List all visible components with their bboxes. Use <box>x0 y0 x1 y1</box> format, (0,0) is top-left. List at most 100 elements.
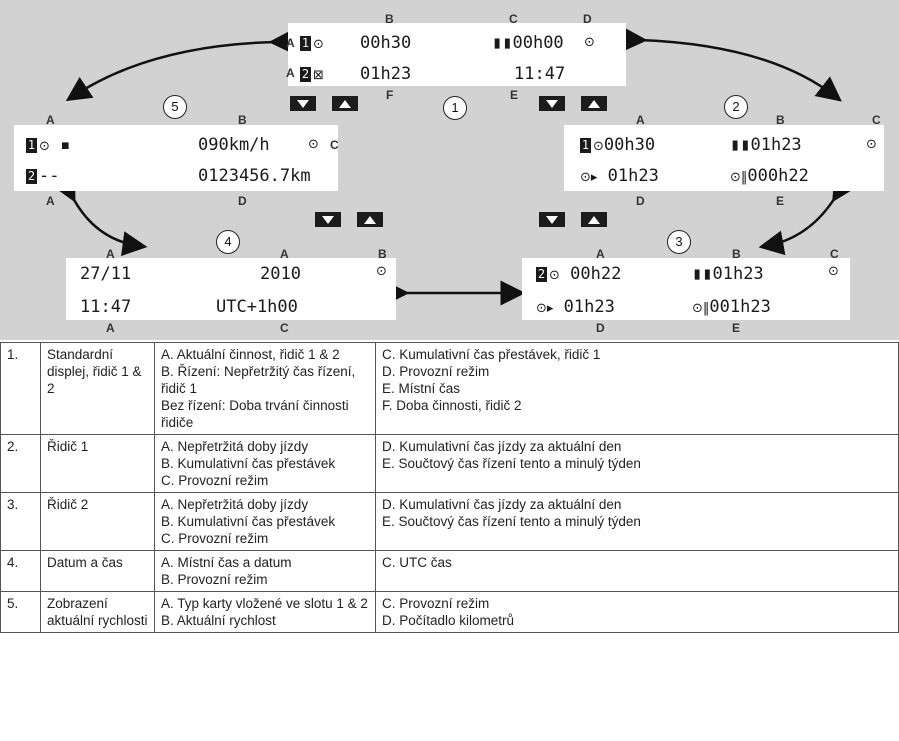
legend-line: C. Kumulativní čas přestávek, řidič 1 <box>382 347 601 362</box>
s2-drive: 00h30 <box>603 135 656 155</box>
label: C <box>330 138 339 152</box>
mode-icon: ⊙ <box>376 264 387 279</box>
s3-drive: 00h22 <box>570 264 622 284</box>
slot-badge: 2 <box>26 168 37 184</box>
driving-icon: ⊙ <box>313 37 324 52</box>
break-icon: ▮▮ <box>730 135 751 155</box>
arrow-1-2 <box>622 26 842 102</box>
screen-5 <box>14 125 338 191</box>
legend-line: D. Provozní režim <box>382 364 490 379</box>
mode-icon: ⊙ <box>866 137 877 152</box>
slot-badge: 1 <box>580 137 591 153</box>
screen-1 <box>288 23 626 86</box>
screen-4 <box>66 258 396 320</box>
driving-icon: ⊙ <box>39 139 50 154</box>
s3-break-value: 01h23 <box>712 264 764 284</box>
s2-fortnight: ⊙‖000h22 <box>730 166 809 188</box>
legend-line: A. Nepřetržitá doby jízdy <box>161 497 309 512</box>
slot-badge: 2 <box>536 266 547 282</box>
s2-break-value: 01h23 <box>750 135 802 155</box>
down-button[interactable] <box>315 212 341 227</box>
arrow-2-3 <box>758 174 856 256</box>
screen-3-row-1: 2⊙ 00h22 <box>536 264 621 286</box>
arrow-5-4 <box>52 174 148 257</box>
legend-number: 3. <box>0 492 41 551</box>
label: B <box>238 113 247 127</box>
label: F <box>386 88 394 102</box>
mode-icon: ⊙ <box>584 35 595 50</box>
screen-1-row-1: 1⊙ <box>300 33 324 55</box>
legend-number: 1. <box>0 342 41 435</box>
mode-icon: ⊙ <box>828 264 839 279</box>
legend-screen-name: Zobrazení aktuální rychlosti <box>40 591 155 633</box>
legend-line: D. Kumulativní čas jízdy za aktuální den <box>382 439 622 454</box>
s4-utc: UTC+1h00 <box>216 297 298 317</box>
label: B <box>732 247 741 261</box>
s5-dash: -- <box>39 166 60 186</box>
s4-year: 2010 <box>260 264 301 284</box>
daily-drive-icon: ⊙▸ <box>536 301 554 316</box>
s3-fortnight-value: 001h23 <box>709 297 771 317</box>
label: D <box>238 194 247 208</box>
break-icon: ▮▮ <box>692 264 713 284</box>
up-button[interactable] <box>332 96 358 111</box>
legend-description: D. Kumulativní čas jízdy za aktuální den… <box>375 434 899 493</box>
arrow-1-5 <box>65 29 294 102</box>
legend-screen-name: Datum a čas <box>40 550 155 592</box>
daily-drive-icon: ⊙▸ <box>580 170 598 185</box>
navigation-arrows <box>52 26 856 306</box>
s1-driving-time: 00h30 <box>360 33 412 53</box>
down-button[interactable] <box>539 96 565 111</box>
screen-1-row-2: 2⊠ <box>300 64 324 86</box>
screen-2-row-1: 1⊙00h30 <box>580 135 655 157</box>
legend-line: B. Řízení: Nepřetržitý čas řízení, řidič… <box>161 364 356 396</box>
down-button[interactable] <box>290 96 316 111</box>
legend-line: D. Kumulativní čas jízdy za aktuální den <box>382 497 622 512</box>
screen-2 <box>564 125 884 191</box>
s4-time: 11:47 <box>80 297 132 317</box>
s1-break-value: 00h00 <box>512 33 564 53</box>
label: A <box>636 113 645 127</box>
label: D <box>636 194 645 208</box>
up-button[interactable] <box>581 212 607 227</box>
down-button[interactable] <box>539 212 565 227</box>
screen-5-row-2: 2-- <box>26 166 59 186</box>
label: B <box>385 12 394 26</box>
legend-line: C. Provozní režim <box>382 596 490 611</box>
legend-description: C. UTC čas <box>375 550 899 592</box>
up-button[interactable] <box>581 96 607 111</box>
screen-number-4: 4 <box>216 230 240 254</box>
slot-badge: 1 <box>300 35 311 51</box>
screen-5-row-1: 1⊙ ▪ <box>26 135 70 157</box>
legend-line: E. Místní čas <box>382 381 461 396</box>
label: B <box>378 247 387 261</box>
legend-line: C. Provozní režim <box>161 473 269 488</box>
label: C <box>280 321 289 335</box>
label: A <box>596 247 605 261</box>
legend-line: B. Aktuální rychlost <box>161 613 276 628</box>
label: E <box>776 194 785 208</box>
legend-line: A. Místní čas a datum <box>161 555 292 570</box>
fortnight-icon: ⊙‖ <box>730 170 748 185</box>
legend-line: E. Součtový čas řízení tento a minulý tý… <box>382 514 641 529</box>
card-icon: ▪ <box>60 135 71 155</box>
slot-badge: 2 <box>300 66 311 82</box>
label: A <box>286 36 295 50</box>
label: A <box>106 321 115 335</box>
label: A <box>46 113 55 127</box>
up-button[interactable] <box>357 212 383 227</box>
legend-line: B. Provozní režim <box>161 572 268 587</box>
legend-line: C. UTC čas <box>382 555 452 570</box>
s1-local-clock: 11:47 <box>514 64 566 84</box>
label: C <box>872 113 881 127</box>
screen-3 <box>522 258 850 320</box>
s1-break-time: ▮▮00h00 <box>492 33 564 53</box>
label: D <box>583 12 592 26</box>
label: A <box>280 247 289 261</box>
screen-2-row-2: ⊙▸ 01h23 <box>580 166 659 188</box>
availability-icon: ⊠ <box>313 68 324 83</box>
